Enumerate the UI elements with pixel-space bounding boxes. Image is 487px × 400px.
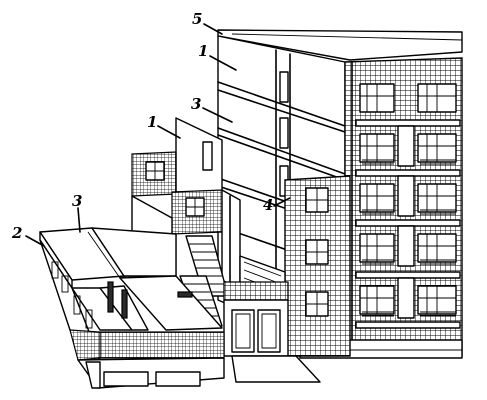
stair-tower	[284, 175, 351, 357]
label-1-upper: 1	[198, 42, 208, 60]
entrance-vestibule	[223, 281, 321, 383]
middle-blocks	[119, 117, 286, 357]
label-4: 4	[263, 196, 273, 214]
low-wing	[39, 227, 225, 389]
label-1-middle: 1	[147, 113, 157, 131]
label-5-top: 5	[192, 10, 202, 28]
label-2: 2	[11, 224, 22, 242]
leader-lines	[25, 23, 291, 247]
label-3-left: 3	[72, 192, 82, 210]
label-3-upper: 3	[191, 95, 201, 113]
facade-windows	[355, 83, 461, 329]
